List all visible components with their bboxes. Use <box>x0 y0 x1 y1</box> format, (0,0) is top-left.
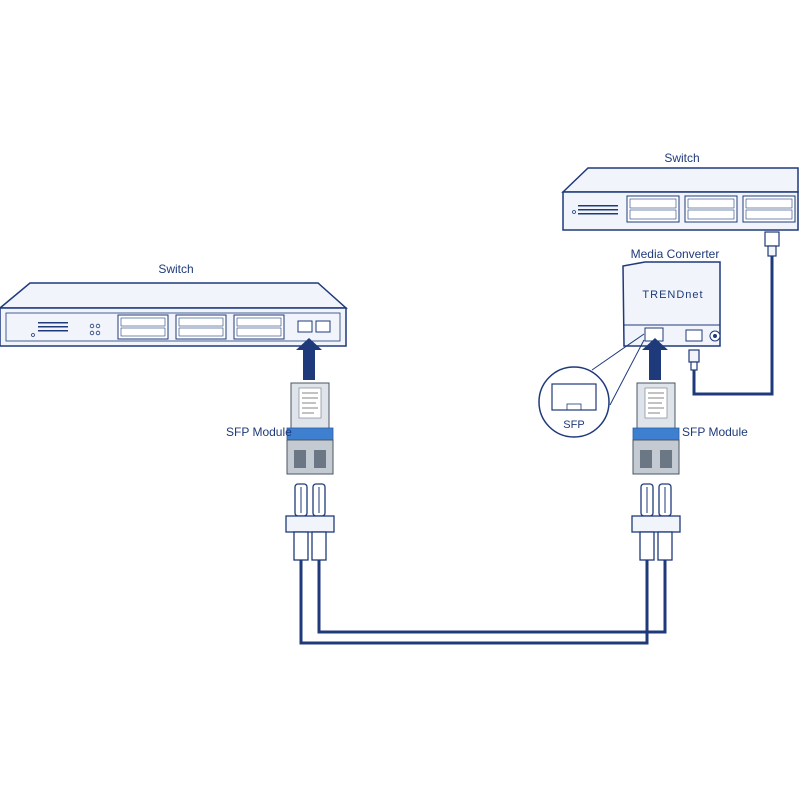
media-converter: TRENDnet Media Converter <box>622 247 721 347</box>
port-block-1 <box>117 314 169 340</box>
fiber-connector-icon <box>631 483 681 561</box>
port-block-2 <box>175 314 227 340</box>
ethernet-plug-icon <box>688 349 700 371</box>
sfp-module-left: SFP Module <box>226 382 334 475</box>
vent-dots <box>38 322 68 332</box>
vent-dots <box>578 205 618 215</box>
fiber-connector-icon <box>285 483 335 561</box>
sfp-left-label: SFP Module <box>226 425 292 439</box>
fiber-cable <box>299 560 667 645</box>
sfp-right-label: SFP Module <box>682 425 748 439</box>
left-switch: Switch <box>0 262 348 347</box>
sfp-ports <box>297 320 331 333</box>
media-converter-label: Media Converter <box>631 247 720 261</box>
left-switch-label: Switch <box>158 262 193 276</box>
port-block-3 <box>233 314 285 340</box>
brand-logo: TRENDnet <box>642 289 703 301</box>
ethernet-plug-icon <box>764 231 780 257</box>
arrow-up-icon <box>642 338 668 380</box>
sfp-callout: SFP <box>538 333 645 438</box>
right-switch: Switch <box>561 151 799 231</box>
arrow-up-icon <box>296 338 322 380</box>
ethernet-cable <box>692 256 774 396</box>
right-switch-label: Switch <box>664 151 699 165</box>
sfp-module-right: SFP Module <box>632 382 748 475</box>
sfp-callout-label: SFP <box>563 419 584 431</box>
